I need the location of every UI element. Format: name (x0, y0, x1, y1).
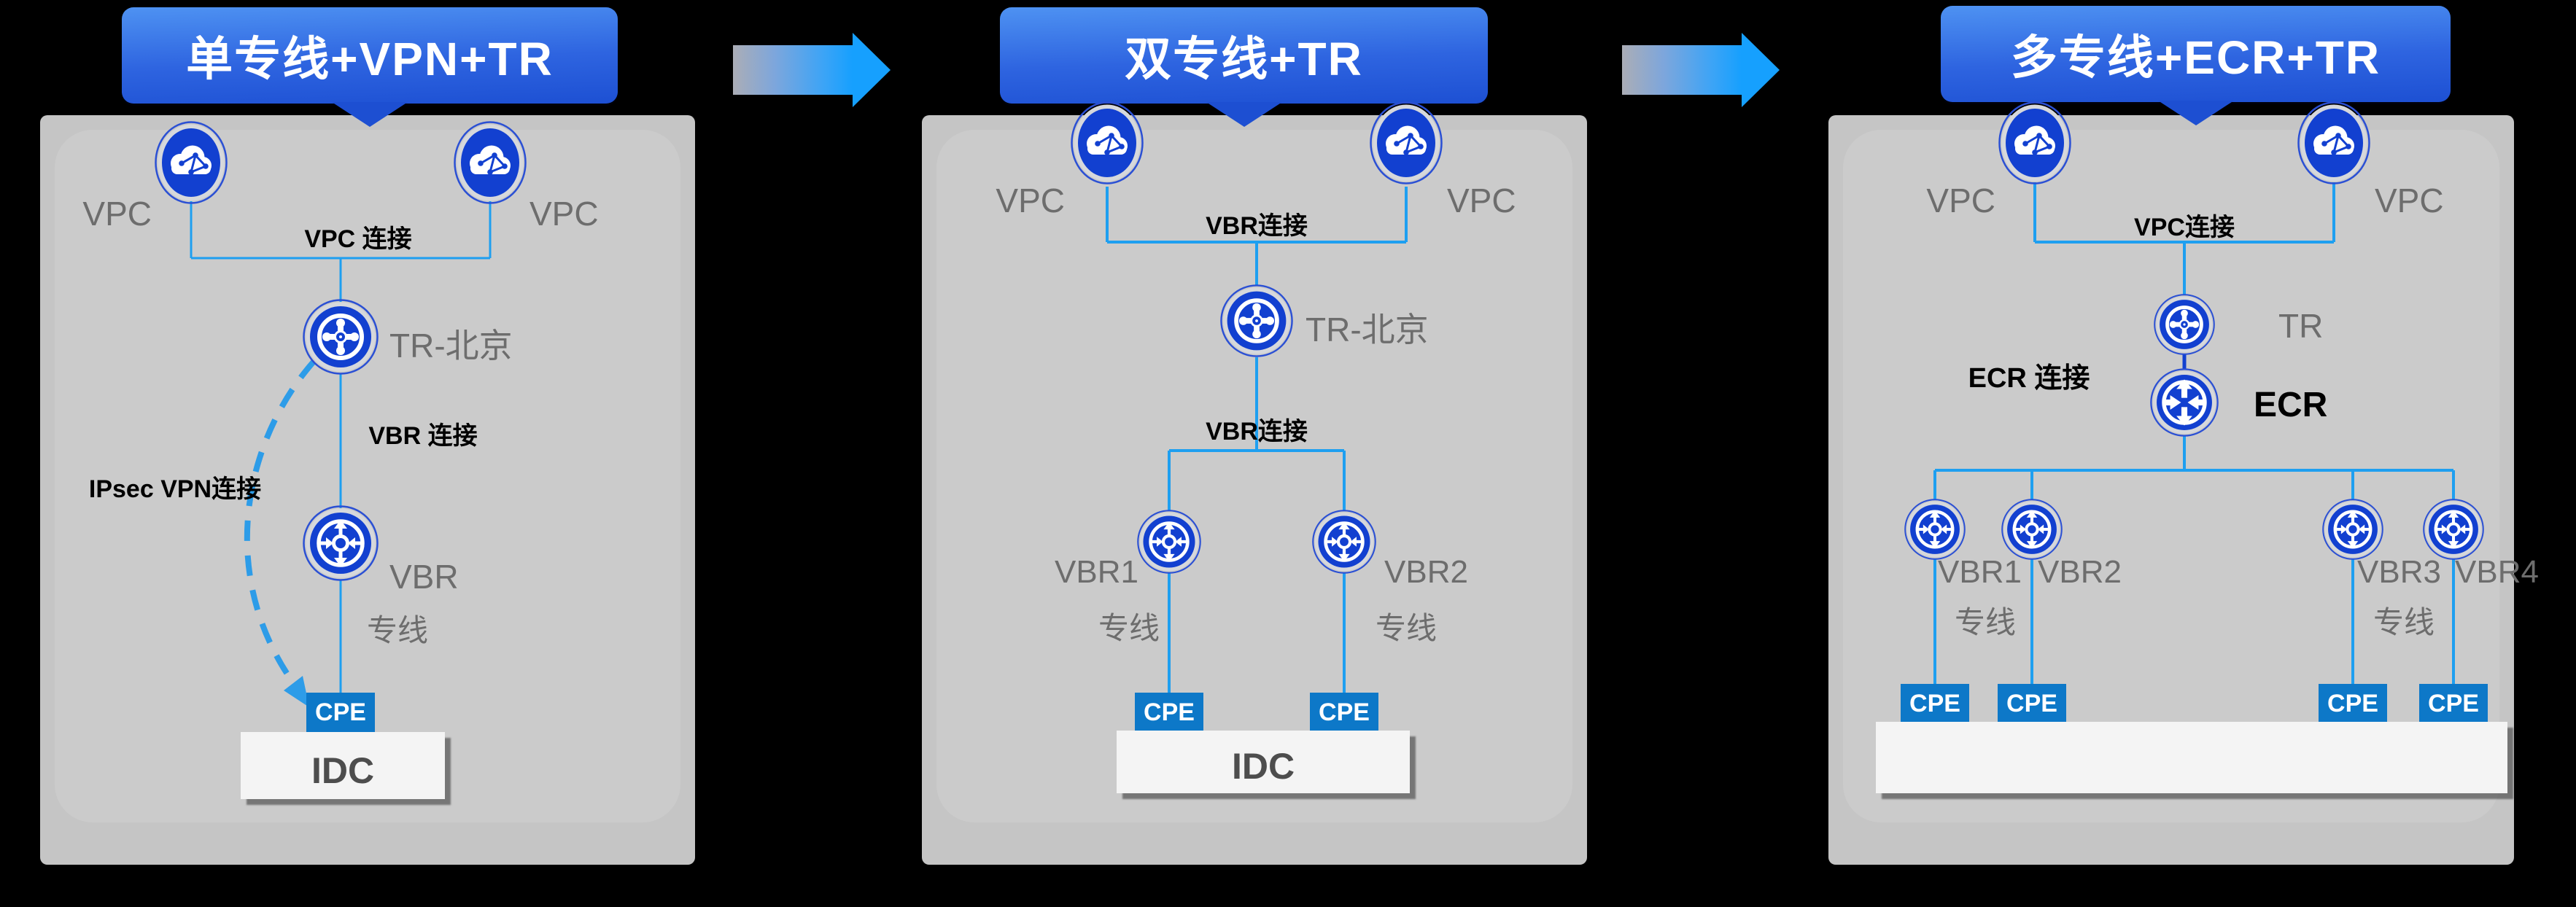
panel-1-title-text: 单专线+VPN+TR (186, 33, 554, 85)
cpe-box: CPE (1310, 693, 1378, 732)
vbr3-label: VBR3 (2357, 554, 2441, 590)
transit-router-icon (1220, 284, 1293, 357)
cpe-box: CPE (2319, 684, 2387, 723)
idc-box: IDC (1117, 731, 1410, 793)
cpe-label: CPE (1144, 698, 1195, 726)
panel-1 (40, 115, 695, 865)
leased-line-label: 专线 (366, 613, 429, 647)
vbr1-label: VBR1 (1938, 554, 2022, 590)
panel-2-title-text: 双专线+TR (1125, 33, 1363, 85)
panel-3-connector-lines (1933, 182, 2455, 685)
vpc-cloud-icon (155, 121, 228, 204)
vpc-left-label: VPC (1926, 182, 1995, 219)
panel-2-inner (936, 130, 1572, 822)
vpc-cloud-icon (2297, 101, 2370, 184)
panel-1-title-tail (332, 102, 408, 127)
idc-box (1876, 722, 2507, 793)
cpe-label: CPE (315, 698, 366, 726)
right-arrow-icon (733, 45, 853, 95)
leased-line-label: 专线 (2373, 605, 2435, 639)
leased-line-label: 专线 (1098, 611, 1160, 645)
cpe-label: CPE (2428, 689, 2479, 717)
vbr4-label: VBR4 (2455, 554, 2539, 590)
vpc-cloud-icon (454, 121, 527, 204)
vbr1-label: VBR1 (1055, 554, 1138, 590)
cpe-box: CPE (306, 693, 375, 732)
idc-label: IDC (1231, 746, 1295, 787)
virtual-border-router-icon (1904, 499, 1966, 560)
vpc-right-label: VPC (1447, 182, 1516, 219)
vbr-connection-mid-label: VBR连接 (1206, 418, 1308, 445)
panel-1-title: 单专线+VPN+TR (122, 7, 618, 127)
panel-2 (922, 115, 1587, 865)
vpc-cloud-icon (1370, 101, 1443, 184)
cpe-label: CPE (2327, 689, 2378, 717)
vbr2-label: VBR2 (2038, 554, 2122, 590)
ipsec-vpn-arrowhead (284, 676, 309, 707)
panel-2-title-tail (1206, 102, 1282, 127)
transit-router-icon (2154, 294, 2215, 355)
cpe-box: CPE (1901, 684, 1969, 723)
ecr-label: ECR (2254, 386, 2328, 424)
virtual-border-router-icon (2001, 499, 2063, 560)
vpc-left-label: VPC (996, 182, 1065, 219)
vbr-connection-top-label: VBR连接 (1206, 212, 1308, 240)
vpc-cloud-icon (1998, 101, 2071, 184)
panel-3-title: 多专线+ECR+TR (1941, 6, 2451, 125)
leased-line-label: 专线 (1954, 605, 2017, 639)
virtual-border-router-icon (1137, 510, 1201, 574)
vpc-cloud-icon (1071, 101, 1144, 184)
leased-line-label: 专线 (1375, 611, 1438, 645)
right-arrow-icon (1622, 45, 1742, 95)
idc-label: IDC (311, 750, 375, 791)
vpc-connection-label: VPC 连接 (304, 225, 412, 253)
virtual-border-router-icon (303, 505, 379, 581)
ecr-connection-label: ECR 连接 (1968, 363, 2090, 394)
virtual-border-router-icon (2322, 499, 2383, 560)
cpe-box: CPE (1998, 684, 2066, 723)
tr-beijing-label: TR-北京 (1306, 311, 1429, 349)
panel-3-title-text: 多专线+ECR+TR (2010, 31, 2381, 84)
cpe-box: CPE (1135, 693, 1203, 732)
virtual-border-router-icon (2423, 499, 2484, 560)
cpe-label: CPE (1909, 689, 1960, 717)
vpc-right-label: VPC (2375, 182, 2444, 219)
vbr2-label: VBR2 (1384, 554, 1468, 590)
tr-label: TR (2278, 307, 2324, 345)
vbr-connection-label: VBR 连接 (368, 422, 478, 450)
vpc-connection-label: VPC连接 (2134, 214, 2235, 241)
panel-2-title: 双专线+TR (1000, 7, 1488, 127)
virtual-border-router-icon (1312, 510, 1376, 574)
panel-2-connector-lines (1106, 187, 1408, 694)
cpe-label: CPE (1319, 698, 1370, 726)
transit-router-icon (303, 299, 379, 375)
vpc-left-label: VPC (82, 195, 152, 233)
ipsec-vpn-dashed-line (244, 359, 317, 695)
tr-beijing-label: TR-北京 (389, 327, 513, 365)
ipsec-vpn-connection-label: IPsec VPN连接 (88, 475, 262, 503)
panel-3-title-tail (2157, 101, 2234, 125)
express-connect-router-icon (2150, 368, 2219, 437)
right-arrow-head-icon (853, 33, 891, 107)
cpe-label: CPE (2006, 689, 2057, 717)
vpc-right-label: VPC (529, 195, 599, 233)
vbr-label: VBR (389, 558, 459, 596)
right-arrow-head-icon (1742, 33, 1780, 107)
cpe-box: CPE (2419, 684, 2488, 723)
idc-box: IDC (241, 732, 445, 799)
panel-1-connector-lines (190, 201, 492, 694)
